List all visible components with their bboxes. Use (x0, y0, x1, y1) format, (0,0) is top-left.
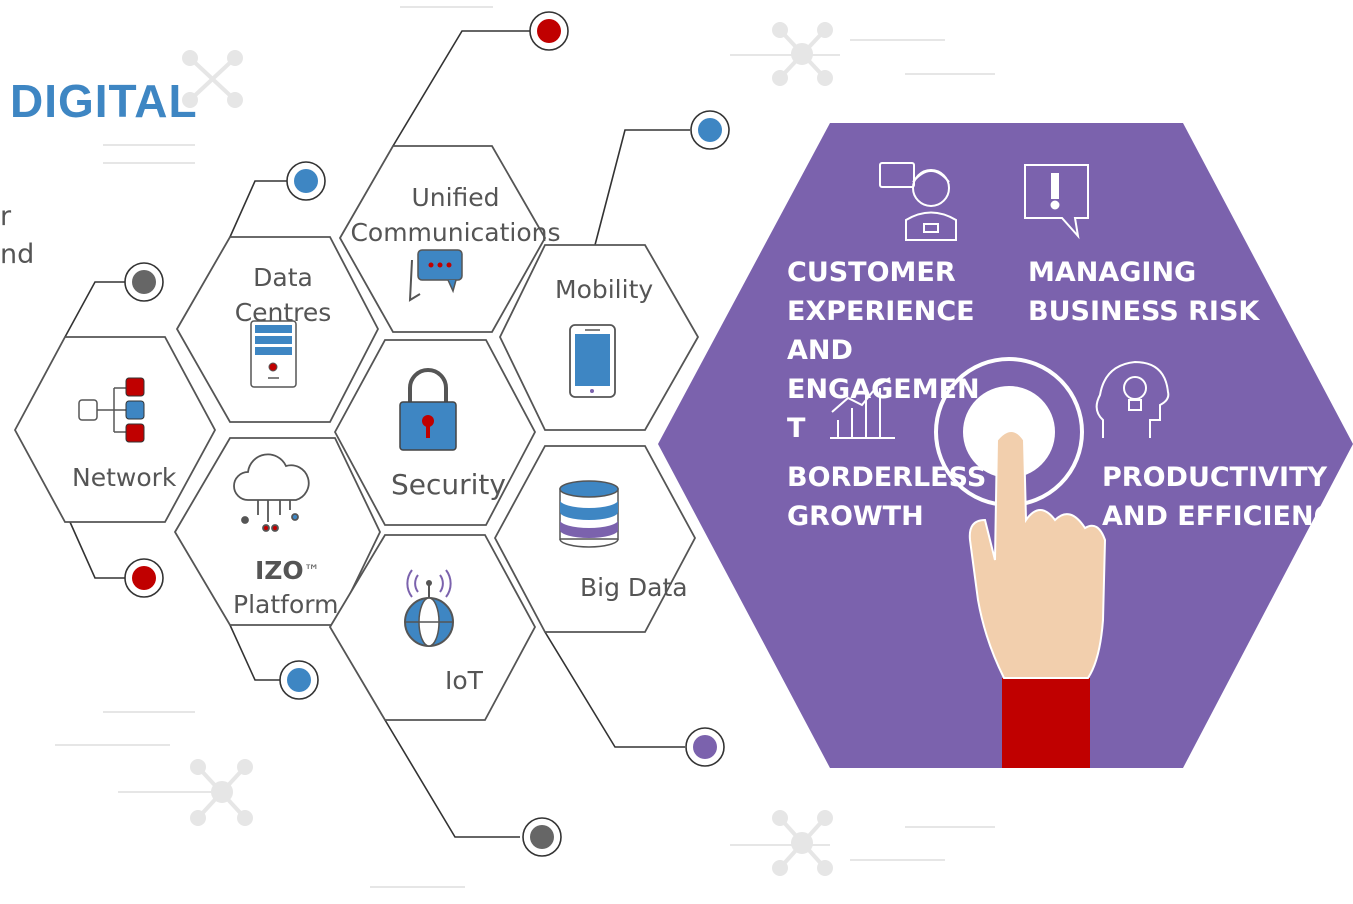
iot-label: IoT (445, 666, 483, 695)
background-decoration (55, 6, 995, 888)
node-red-bottom-left (124, 558, 164, 598)
izo-label: IZO™ (255, 556, 320, 585)
risk-icon (1024, 164, 1089, 240)
customer-icon (879, 162, 957, 241)
page-title: DIGITAL (10, 75, 198, 127)
node-purple-bigdata (685, 727, 725, 767)
node-grey-bottom (522, 817, 562, 857)
benefit-customer-experience: CUSTOMER EXPERIENCE AND ENGAGEMEN T (787, 257, 980, 444)
security-label: Security (391, 468, 506, 501)
hex-network (13, 336, 217, 523)
platform-label: Platform (233, 590, 339, 619)
mobility-label: Mobility (555, 275, 654, 304)
benefit-managing-business-risk: MANAGING BUSINESS RISK (1028, 257, 1260, 327)
benefit-productivity-efficiency: PRODUCTIVITY AND EFFICIENCY (1102, 462, 1353, 532)
hand-pointer-icon (968, 430, 1107, 768)
connector-nodes (124, 11, 730, 857)
lock-icon (399, 368, 457, 451)
node-glyph-bottom-center (772, 810, 833, 876)
node-glyph-bottom-left (190, 759, 253, 826)
phone-icon (569, 324, 616, 398)
node-blue-izo (279, 660, 319, 700)
cut-text-line-1: r (0, 201, 12, 232)
big-data-label: Big Data (580, 573, 688, 602)
growth-icon (830, 377, 895, 439)
database-icon (559, 480, 619, 548)
chat-icon (408, 249, 463, 302)
brain-icon (1095, 360, 1170, 438)
network-label: Network (72, 463, 177, 492)
node-glyph-top-center (772, 22, 833, 86)
connector-lines (64, 30, 690, 838)
node-glyph-top-left (182, 50, 243, 108)
cut-text-line-2: nd (0, 239, 35, 270)
benefit-borderless-growth: BORDERLESS GROWTH (787, 462, 987, 532)
hex-unified-communications (338, 145, 547, 333)
node-grey-top-left (124, 262, 164, 302)
cloud-icon (233, 453, 310, 532)
node-blue-mobility (690, 110, 730, 150)
globe-icon (404, 569, 454, 647)
data-centres-label: Data Centres (234, 263, 332, 327)
network-icon (78, 377, 145, 443)
unified-communications-label: Unified Communications (350, 183, 561, 247)
node-blue-datacentres (286, 161, 326, 201)
node-red-top (529, 11, 569, 51)
hex-izo-platform (173, 437, 381, 626)
server-icon (250, 320, 297, 388)
